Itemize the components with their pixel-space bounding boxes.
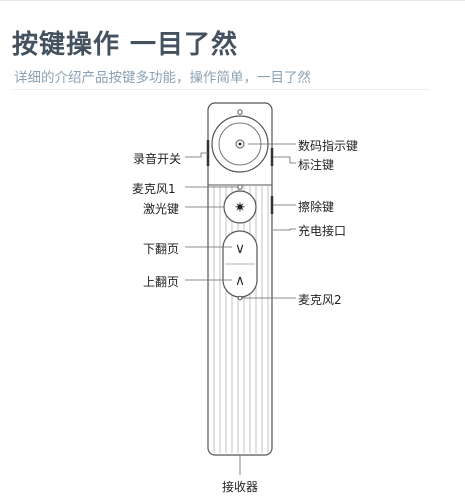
subtitle-divider (12, 89, 430, 90)
body-grooves (213, 185, 269, 453)
label-erase-key: 擦除键 (298, 200, 335, 214)
microphone2-hole (237, 295, 243, 301)
label-record-switch: 录音开关 (133, 152, 182, 166)
dial-center-ring (235, 139, 245, 149)
indicator-dot (237, 109, 243, 115)
dial-center-dot (238, 142, 242, 146)
label-mark-key: 标注键 (298, 158, 335, 172)
label-page-up: 上翻页 (143, 275, 180, 289)
label-laser-key: 激光键 (143, 202, 180, 216)
leader-record-switch (185, 152, 208, 158)
label-digital-indicator-key: 数码指示键 (298, 139, 359, 153)
top-divider (0, 0, 465, 1)
laser-symbol: ✷ (234, 200, 246, 216)
label-receiver: 接收器 (222, 480, 259, 494)
page-subtitle: 详细的介绍产品按键多功能，操作简单，一目了然 (14, 70, 311, 86)
page-down-symbol[interactable]: ∨ (235, 241, 245, 257)
microphone1-hole (237, 184, 243, 190)
page-title: 按键操作 一目了然 (12, 30, 239, 60)
label-microphone1: 麦克风1 (132, 182, 176, 196)
label-microphone2: 麦克风2 (298, 293, 342, 307)
page-up-symbol[interactable]: ∧ (235, 273, 245, 289)
label-charging-port: 充电接口 (298, 224, 347, 238)
leader-mark-key (273, 156, 296, 164)
leader-charging-port (273, 228, 296, 231)
label-page-down: 下翻页 (143, 242, 180, 256)
